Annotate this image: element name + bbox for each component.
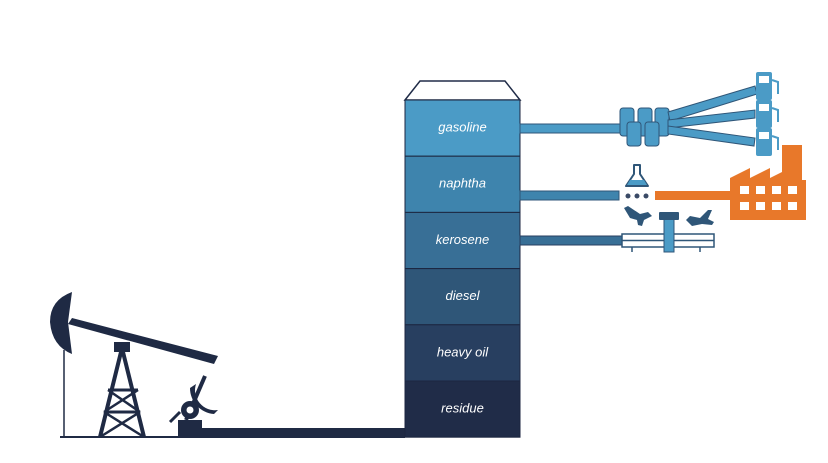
- fuel-pump-icon: [756, 100, 779, 128]
- fuel-pump-icon: [756, 72, 779, 100]
- column-cap: [403, 80, 522, 101]
- segment-label: gasoline: [438, 120, 486, 135]
- column-segment: [404, 211, 521, 270]
- crude-feed-pipe: [200, 428, 405, 437]
- naphtha-to-factory-pipe: [655, 191, 733, 200]
- flask-icon: [625, 164, 649, 187]
- naphtha-pipe: [519, 190, 620, 201]
- segment-label: kerosene: [436, 232, 489, 247]
- pumpjack-icon: [50, 292, 218, 439]
- distillation-column: gasoline naphtha kerosene diesel heavy oil re…: [404, 99, 521, 438]
- airplane-landing-icon: [624, 206, 652, 226]
- column-segment: [404, 268, 521, 326]
- segment-label: naphtha: [439, 176, 486, 191]
- factory-icon: [730, 145, 806, 220]
- kerosene-pipe: [519, 235, 623, 246]
- column-segment: [404, 380, 521, 438]
- column-segment: [404, 99, 521, 157]
- fuel-pump-icon: [756, 128, 779, 156]
- gasoline-pipe: [519, 85, 758, 147]
- ellipsis-dots: [625, 193, 649, 199]
- segment-label: residue: [441, 401, 484, 416]
- column-segment: [404, 155, 521, 213]
- segment-label: diesel: [446, 288, 481, 303]
- column-segment: [404, 324, 521, 382]
- segment-label: heavy oil: [437, 344, 489, 359]
- airplane-takeoff-icon: [686, 210, 714, 226]
- airport-icon: [621, 212, 715, 253]
